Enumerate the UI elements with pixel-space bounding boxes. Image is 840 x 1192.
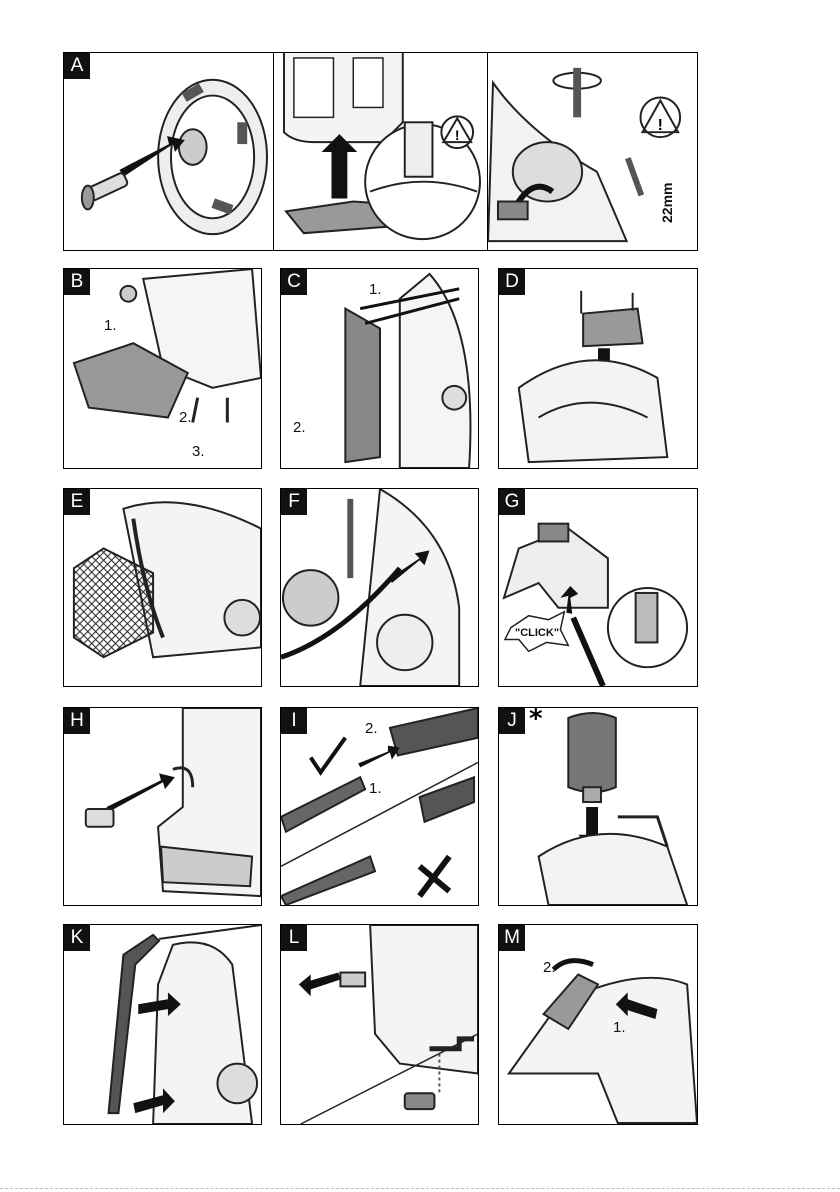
panel-f-hose-connect: F	[280, 488, 479, 687]
foot-mount-illustration: !	[274, 53, 487, 250]
panel-letter-k: K	[64, 925, 90, 951]
trigger-lock-illustration	[499, 925, 697, 1124]
step-2-label: 2.	[293, 419, 306, 436]
optional-star-mark: *	[529, 707, 543, 734]
step-2-label: 2.	[365, 720, 378, 737]
inlet-coupling-illustration	[64, 708, 261, 905]
water-tap-illustration	[281, 925, 478, 1124]
panel-letter-g: G	[499, 489, 525, 515]
detergent-bottle-illustration	[499, 708, 697, 905]
panel-letter-e: E	[64, 489, 90, 515]
gun-click-illustration	[499, 489, 697, 686]
step-1-label: 1.	[369, 281, 382, 298]
panel-e-filter-grid: E	[63, 488, 262, 687]
panel-a-screw-detail: ! 22mm	[487, 52, 698, 251]
svg-text:!: !	[658, 117, 663, 134]
panel-m-trigger-lock: M 2. 1.	[498, 924, 698, 1125]
panel-letter-f: F	[281, 489, 307, 515]
panel-letter-b: B	[64, 269, 90, 295]
panel-i-hose-thread: I 2. 1.	[280, 707, 479, 906]
panel-letter-l: L	[281, 925, 307, 951]
step-2-label: 2.	[179, 409, 192, 426]
filter-grid-illustration	[64, 489, 261, 686]
step-1-label: 1.	[369, 780, 382, 797]
panel-letter-d: D	[499, 269, 525, 295]
page-bottom-border	[0, 1188, 840, 1189]
panel-b-base-cover: B 1. 2. 3.	[63, 268, 262, 469]
storage-illustration	[64, 925, 261, 1124]
panel-c-side-cover: C 1. 2.	[280, 268, 479, 469]
panel-letter-a: A	[64, 53, 90, 79]
hose-thread-illustration	[281, 708, 478, 905]
panel-letter-j: J	[499, 708, 525, 734]
panel-letter-m: M	[499, 925, 525, 951]
svg-text:!: !	[455, 127, 460, 143]
base-cover-illustration	[64, 269, 261, 468]
panel-k-storage: K	[63, 924, 262, 1125]
step-1-label: 1.	[613, 1019, 626, 1036]
carry-handle-illustration	[499, 269, 697, 468]
panel-letter-i: I	[281, 708, 307, 734]
step-2-label: 2.	[543, 959, 556, 976]
panel-j-detergent-bottle: J *	[498, 707, 698, 906]
hose-connect-illustration	[281, 489, 478, 686]
panel-a-handle-wheel: A	[63, 52, 274, 251]
panel-letter-h: H	[64, 708, 90, 734]
panel-l-water-tap: L	[280, 924, 479, 1125]
click-label: "CLICK"	[515, 627, 559, 639]
panel-a-foot-mount: !	[273, 52, 488, 251]
panel-h-inlet-coupling: H	[63, 707, 262, 906]
step-1-label: 1.	[104, 317, 117, 334]
side-cover-illustration	[281, 269, 478, 468]
panel-d-carry-handle: D	[498, 268, 698, 469]
panel-letter-c: C	[281, 269, 307, 295]
wheel-axle-illustration	[64, 53, 273, 250]
step-3-label: 3.	[192, 443, 205, 460]
panel-g-gun-click: G "CLICK"	[498, 488, 698, 687]
screw-length-label: 22mm	[659, 183, 675, 223]
